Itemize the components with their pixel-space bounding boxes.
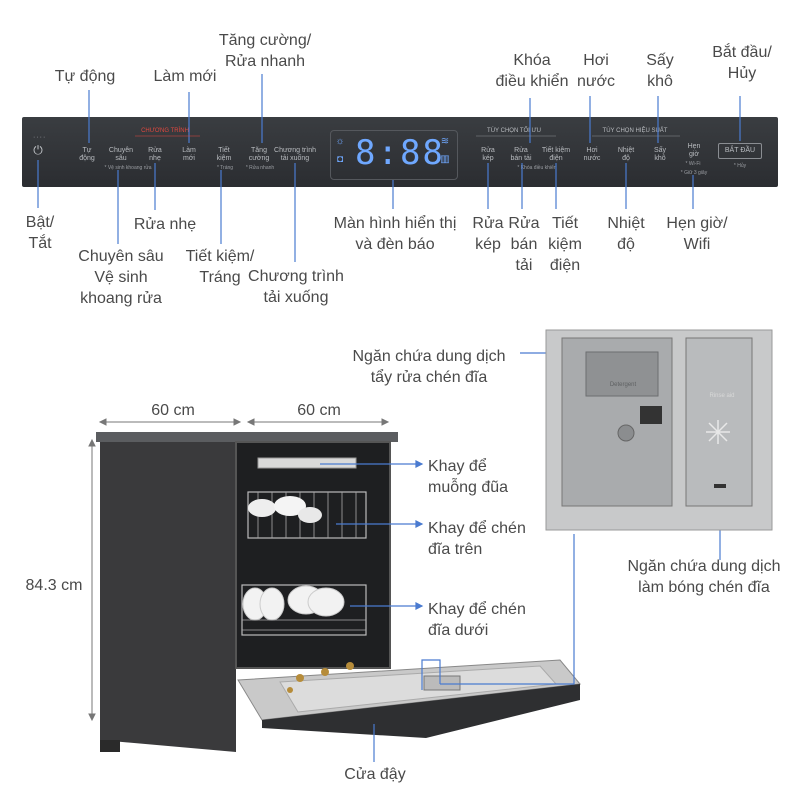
panel-header-tuy-chon-toi-uu: TÙY CHỌN TỐI ƯU	[487, 128, 541, 134]
panel-header-tuy-chon-hieu-suat: TÙY CHỌN HIỆU SUẤT	[602, 128, 668, 134]
control-panel	[22, 117, 778, 187]
callout-tiet-kiem-dien: Tiết kiệm điện	[548, 215, 582, 274]
dishwasher-body	[96, 432, 581, 752]
callout-rua-nhe: Rửa nhẹ	[133, 216, 197, 233]
callout-tiet-kiem-trang: Tiết kiệm/ Tráng	[185, 248, 255, 286]
callout-cua-day: Cửa đậy	[344, 766, 406, 783]
panel-label-tiet-kiem[interactable]: Tiết kiệm	[216, 147, 232, 162]
dimension-lines	[88, 418, 390, 722]
indicator-icon-right: ▥	[440, 154, 450, 165]
panel-label-rua-nhe[interactable]: Rửa nhẹ	[148, 147, 162, 162]
start-cancel-button[interactable]: BẮT ĐẦU	[718, 143, 762, 159]
panel-callout-lines	[37, 74, 741, 262]
display-frame	[330, 130, 458, 180]
depth-dimension: 60 cm	[297, 402, 341, 419]
panel-label-say-kho[interactable]: Sấy khô	[653, 147, 667, 162]
callout-hoi-nuoc: Hơi nước	[576, 52, 616, 90]
callout-bat-tat: Bật/ Tắt	[25, 214, 55, 252]
callout-rua-ban-tai: Rửa bán tải	[508, 215, 540, 274]
wifi-indicator-icon: ≋	[440, 136, 450, 147]
panel-sub-huy: * Hủy	[733, 163, 747, 169]
callout-say-kho: Sấy khô	[646, 52, 674, 90]
machine-callout-lines	[320, 352, 721, 762]
panel-label-lam-moi[interactable]: Làm mới	[182, 147, 196, 162]
panel-label-rua-kep[interactable]: Rửa kép	[481, 147, 495, 162]
callout-rua-kep: Rửa kép	[472, 215, 504, 253]
panel-sub-trang: * Tráng	[216, 165, 234, 171]
panel-sub-chuyen-sau: * Vệ sinh khoang rửa	[104, 165, 152, 171]
panel-label-hen-gio[interactable]: Hẹn giờ	[687, 143, 701, 158]
callout-rinse-aid: Ngăn chứa dung dịch làm bóng chén đĩa	[627, 558, 781, 596]
panel-label-nhiet-do[interactable]: Nhiệt độ	[617, 147, 635, 162]
callout-detergent: Ngăn chứa dung dịch tẩy rửa chén đĩa	[352, 348, 506, 386]
panel-label-rua-ban-tai[interactable]: Rửa bán tải	[510, 147, 532, 162]
panel-label-tang-cuong[interactable]: Tăng cường	[248, 147, 270, 162]
callout-nhiet-do: Nhiệt độ	[607, 215, 645, 253]
callout-chuong-trinh-tai: Chương trình tải xuống	[248, 268, 344, 306]
callout-khay-tren: Khay để chén đĩa trên	[428, 520, 526, 558]
height-dimension: 84.3 cm	[25, 577, 83, 594]
dispenser-closeup	[545, 329, 773, 531]
callout-tu-dong: Tự động	[54, 68, 116, 85]
panel-label-hoi-nuoc[interactable]: Hơi nước	[583, 147, 601, 162]
panel-label-tu-dong[interactable]: Tự động	[79, 147, 95, 162]
callout-hen-gio: Hẹn giờ/ Wifi	[666, 215, 728, 253]
callout-khay-duoi: Khay để chén đĩa dưới	[428, 601, 526, 639]
indicator-icon-left-2: ◘	[336, 154, 344, 165]
panel-label-chuyen-sau[interactable]: Chuyên sâu	[108, 147, 134, 162]
callout-man-hinh: Màn hình hiển thị và đèn báo	[333, 215, 457, 253]
width-dimension: 60 cm	[151, 402, 195, 419]
callout-chuyen-sau: Chuyên sâu Vệ sinh khoang rửa	[78, 248, 164, 307]
power-button-icon[interactable]: ⏻	[33, 143, 43, 157]
indicator-dots: ····	[33, 134, 47, 141]
callout-lam-moi: Làm mới	[153, 68, 217, 85]
panel-sub-rua-nhanh: * Rửa nhanh	[245, 165, 275, 171]
dispenser-detergent-text: Detergent	[609, 382, 637, 388]
callout-khay-muong: Khay để muỗng đũa	[428, 458, 509, 496]
callout-tang-cuong: Tăng cường/ Rửa nhanh	[218, 32, 312, 70]
panel-sub-wifi: * Wi-Fi	[685, 161, 701, 167]
panel-label-chuong-trinh-tai[interactable]: Chương trình tải xuống	[274, 147, 316, 162]
display-digits: 8:88	[355, 133, 445, 173]
panel-label-tiet-kiem-dien[interactable]: Tiết kiệm điện	[541, 147, 571, 162]
indicator-icon-left: ☼	[335, 136, 345, 147]
dispenser-rinse-text: Rinse aid	[709, 393, 735, 399]
panel-header-chuong-trinh: CHƯƠNG TRÌNH	[141, 128, 189, 134]
callout-bat-dau-huy: Bắt đầu/ Hủy	[712, 44, 772, 82]
callout-khoa: Khóa điều khiển	[495, 52, 569, 90]
panel-sub-giu-3-giay: * Giữ 3 giây	[680, 170, 708, 176]
panel-sub-khoa: * Khóa điều khiển	[517, 165, 557, 171]
